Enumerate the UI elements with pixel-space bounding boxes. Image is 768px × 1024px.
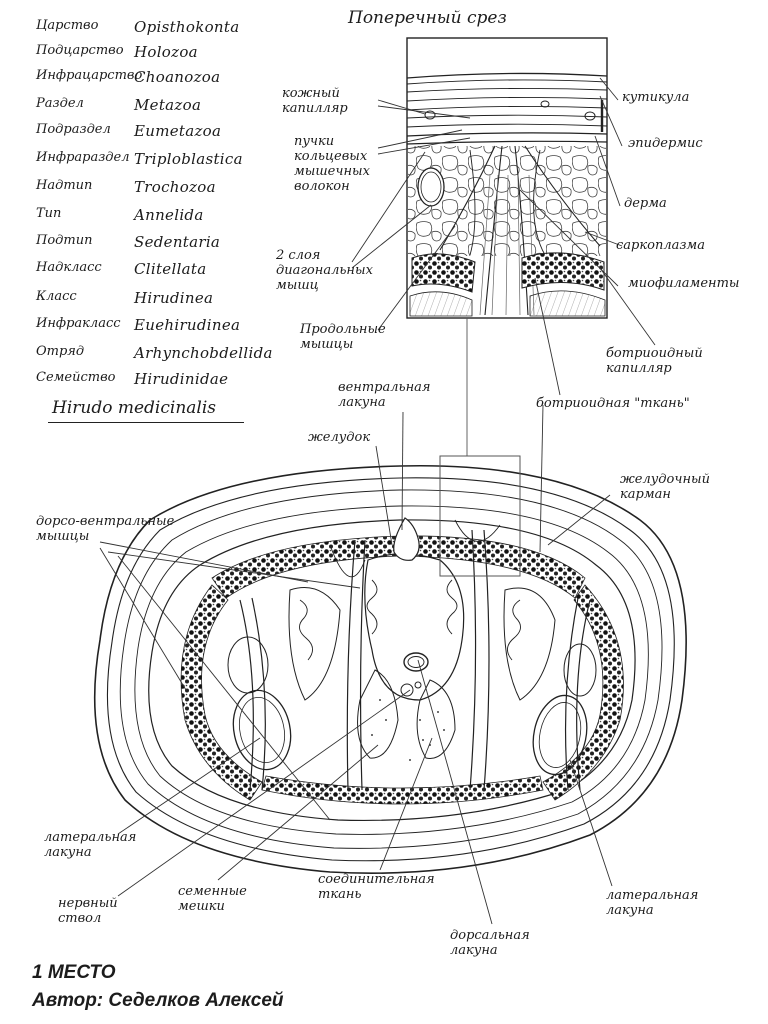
label-ventral-lacuna: вентральная лакуна (338, 380, 431, 410)
taxonomy-rank: Надкласс (36, 260, 102, 275)
taxonomy-rank: Подтип (36, 233, 93, 248)
label-sarcoplasm: саркоплазма (616, 238, 705, 253)
taxonomy-rank: Инфракласс (36, 316, 121, 331)
taxonomy-row: Инфрараздел Triploblastica (36, 150, 286, 174)
species-underline (48, 422, 244, 423)
label-gastric-pocket: желудочный карман (620, 472, 710, 502)
label-cuticle: кутикула (622, 90, 690, 105)
label-dorsoventral-muscles: дорсо-вентральные мышцы (36, 514, 175, 544)
label-stomach: желудок (308, 430, 371, 445)
label-myofilaments: миофиламенты (628, 276, 740, 291)
taxonomy-name: Hirudinea (134, 289, 214, 307)
taxonomy-row: Отряд Arhynchobdellida (36, 344, 286, 368)
taxonomy-rank: Тип (36, 206, 62, 221)
label-lateral-lacuna-left: латеральная лакуна (44, 830, 137, 860)
taxonomy-name: Arhynchobdellida (134, 344, 273, 362)
label-skin-capillary: кожный капилляр (282, 86, 348, 116)
taxonomy-row: Подраздел Eumetazoa (36, 122, 286, 146)
taxonomy-row: Подтип Sedentaria (36, 233, 286, 257)
taxonomy-name: Annelida (134, 206, 204, 224)
author-credit: Автор: Седелков Алексей (32, 990, 284, 1011)
taxonomy-name: Sedentaria (134, 233, 221, 251)
taxonomy-name: Holozoa (134, 43, 198, 61)
taxonomy-row: Тип Annelida (36, 206, 286, 230)
taxonomy-row: Раздел Metazoa (36, 96, 286, 120)
taxonomy-row: Царство Opisthokonta (36, 18, 286, 42)
taxonomy-row: Класс Hirudinea (36, 289, 286, 313)
taxonomy-name: Choanozoa (134, 68, 221, 86)
taxonomy-row: Семейство Hirudinidae (36, 370, 286, 394)
label-nerve-cord: нервный ствол (58, 896, 118, 926)
taxonomy-rank: Раздел (36, 96, 84, 111)
taxonomy-name: Euehirudinea (134, 316, 241, 334)
taxonomy-name: Triploblastica (134, 150, 243, 168)
label-botryoidal-tissue: ботриоидная "ткань" (536, 396, 690, 411)
label-epidermis: эпидермис (628, 136, 703, 151)
section-title: Поперечный срез (348, 8, 507, 28)
taxonomy-rank: Класс (36, 289, 77, 304)
taxonomy-row: Надкласс Clitellata (36, 260, 286, 284)
taxonomy-row: Надтип Trochozoa (36, 178, 286, 202)
label-dermis: дерма (624, 196, 667, 211)
taxonomy-row: Подцарство Holozoa (36, 43, 286, 67)
label-dorsal-lacuna: дорсальная лакуна (450, 928, 530, 958)
taxonomy-name: Metazoa (134, 96, 202, 114)
taxonomy-row: Инфракласс Euehirudinea (36, 316, 286, 340)
label-longitudinal-muscles: Продольные мышцы (300, 322, 386, 352)
label-connective-tissue: соединительная ткань (318, 872, 435, 902)
taxonomy-rank: Надтип (36, 178, 93, 193)
taxonomy-rank: Семейство (36, 370, 116, 385)
taxonomy-rank: Отряд (36, 344, 85, 359)
cross-section (93, 318, 687, 874)
taxonomy-name: Opisthokonta (134, 18, 240, 36)
taxonomy-name: Eumetazoa (134, 122, 222, 140)
label-seminal-sacs: семенные мешки (178, 884, 247, 914)
leader-lines (99, 77, 656, 925)
label-diagonal-muscles: 2 слоя диагональных мышц (276, 248, 373, 293)
taxonomy-rank: Подцарство (36, 43, 124, 58)
award-place: 1 МЕСТО (32, 962, 116, 983)
taxonomy-rank: Царство (36, 18, 99, 33)
taxonomy-rank: Инфрацарство (36, 68, 143, 83)
taxonomy-name: Hirudinidae (134, 370, 229, 388)
label-circular-muscle-bundles: пучки кольцевых мышечных волокон (294, 134, 370, 194)
label-botryoidal-capillary: ботриоидный капилляр (606, 346, 703, 376)
species-name: Hirudo medicinalis (52, 398, 216, 418)
taxonomy-rank: Подраздел (36, 122, 111, 137)
taxonomy-name: Trochozoa (134, 178, 216, 196)
taxonomy-rank: Инфрараздел (36, 150, 130, 165)
tissue-detail (406, 37, 608, 319)
label-lateral-lacuna-right: латеральная лакуна (606, 888, 699, 918)
taxonomy-name: Clitellata (134, 260, 207, 278)
